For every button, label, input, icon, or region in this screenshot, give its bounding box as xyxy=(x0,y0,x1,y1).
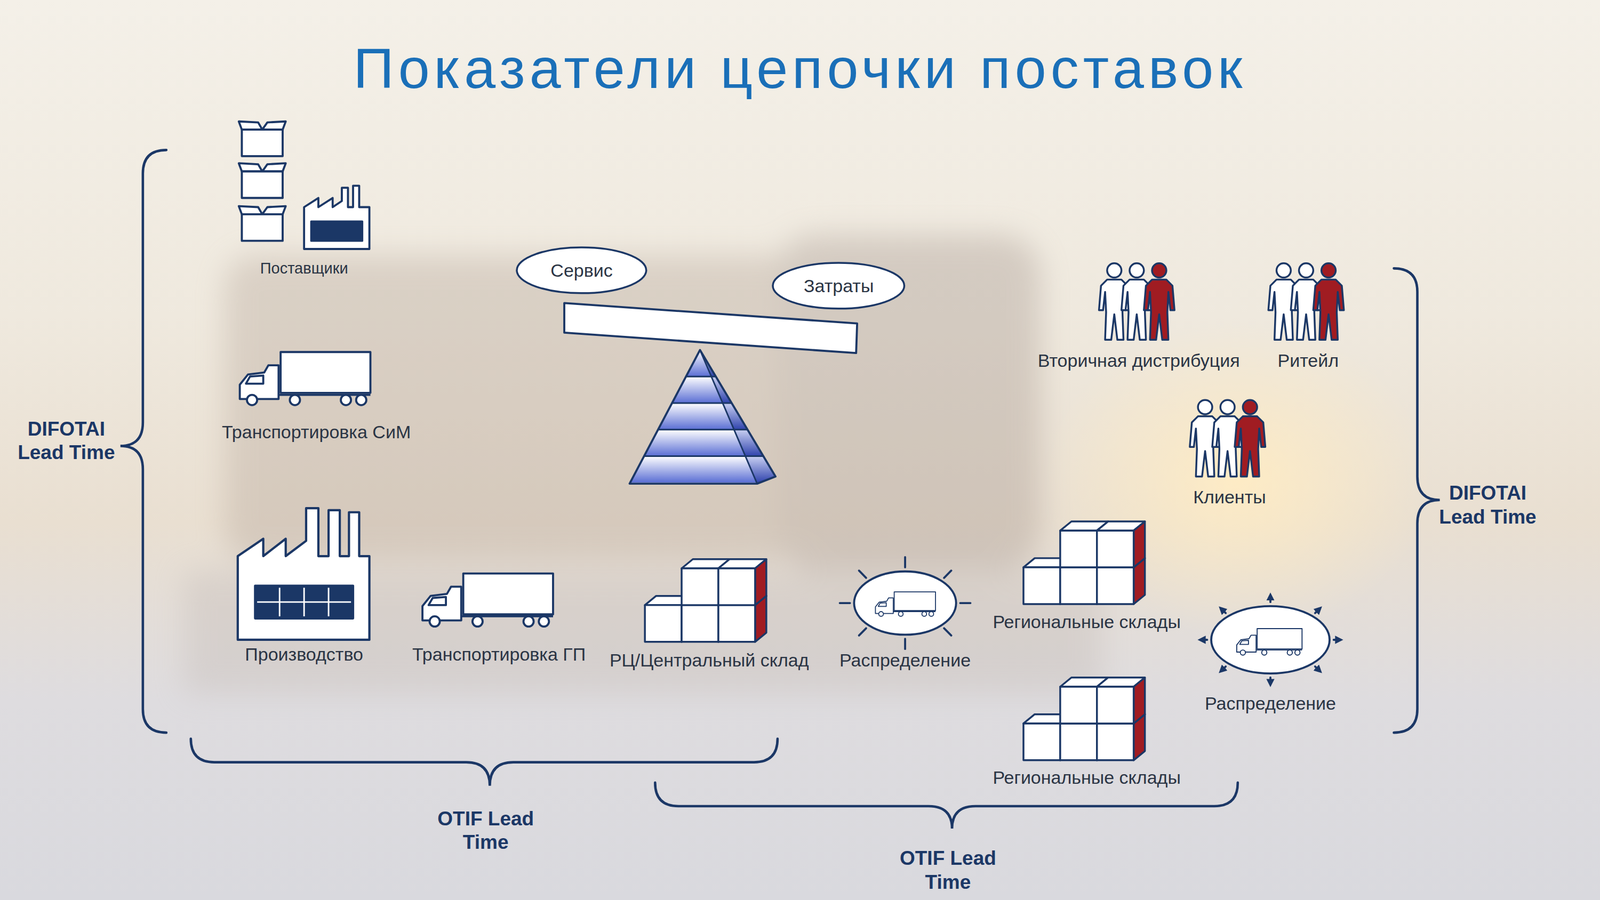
stage-label: Вторичная дистрибуция xyxy=(1037,349,1240,372)
metric-label: DIFOTAI Lead Time xyxy=(9,417,124,465)
stage-label: Производство xyxy=(244,643,364,666)
ellipse-shape xyxy=(516,247,647,294)
stage-label: Ритейл xyxy=(1277,349,1339,372)
metric-label: OTIF Lead Time xyxy=(428,806,543,855)
stage-label: Региональные склады xyxy=(992,766,1181,789)
stage-label: РЦ/Центральный склад xyxy=(609,649,810,672)
node-text: Затраты xyxy=(803,274,874,297)
metric-label: DIFOTAI Lead Time xyxy=(1430,481,1546,530)
stage-label: Транспортировка ГП xyxy=(412,643,586,666)
title: Показатели цепочки поставок xyxy=(0,37,1600,100)
metric-label: OTIF Lead Time xyxy=(890,846,1006,895)
ellipse-node: Затраты xyxy=(771,261,907,311)
ellipse-shape xyxy=(772,262,905,309)
stage-label: Транспортировка СиМ xyxy=(221,420,411,443)
stage-label: Распределение xyxy=(1204,692,1336,715)
node-text: Сервис xyxy=(550,259,613,282)
stage-label: Клиенты xyxy=(1193,486,1266,509)
stage-label: Региональные склады xyxy=(992,610,1181,633)
ellipse-node: Сервис xyxy=(515,245,648,295)
supplier-label: Поставщики xyxy=(260,259,349,278)
stage-label: Распределение xyxy=(839,649,971,672)
